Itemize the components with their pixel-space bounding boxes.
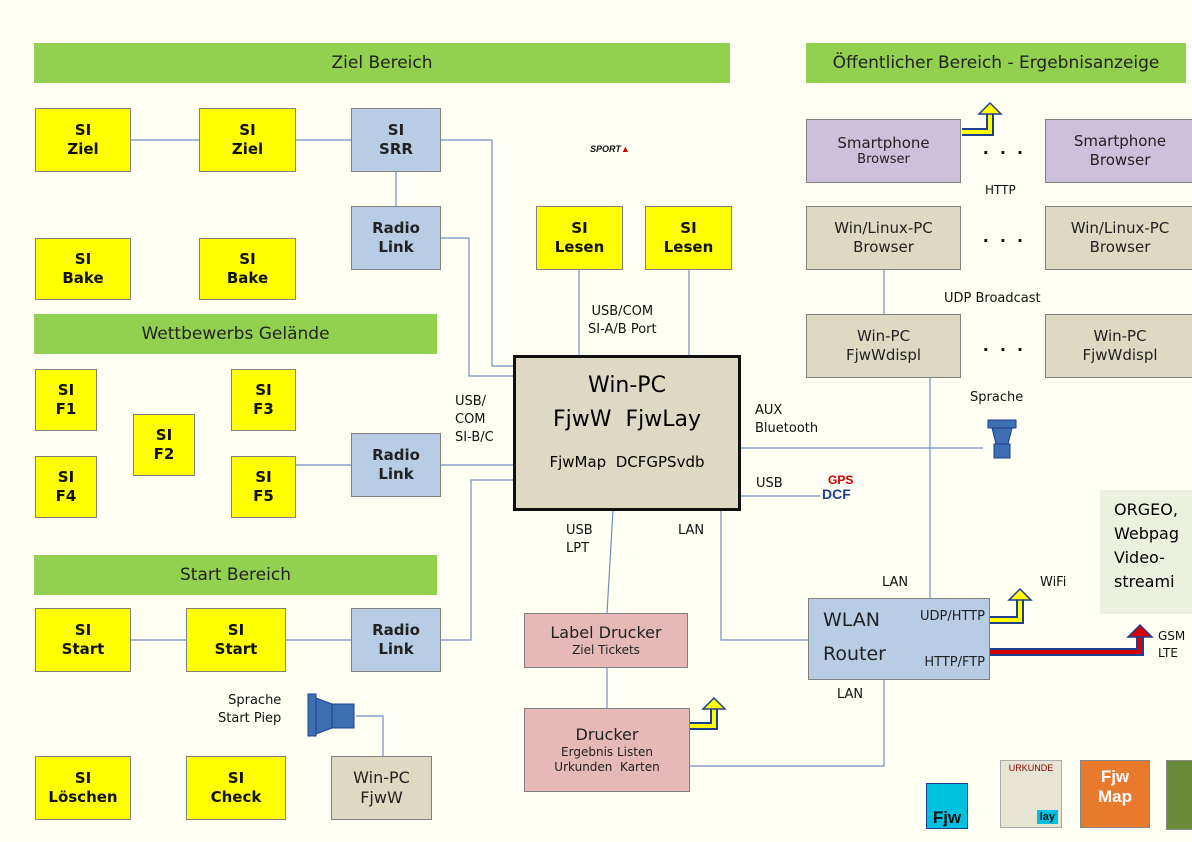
label-http: HTTP: [985, 183, 1016, 197]
banner-wettbewerb: Wettbewerbs Gelände: [34, 314, 437, 354]
map-logo: [1166, 760, 1192, 830]
label-usb-gps: USB: [756, 476, 783, 491]
label-lan-router-top: LAN: [882, 575, 909, 590]
banner-ziel-bereich: Ziel Bereich: [34, 43, 730, 83]
label-udp-broadcast: UDP Broadcast: [944, 291, 1041, 306]
ellipsis-3: . . .: [983, 334, 1026, 356]
main-win-pc: Win-PC FjwW FjwLay FjwMap DCFGPSvdb: [513, 355, 741, 511]
label-sprache: Sprache: [970, 390, 1024, 405]
wlan-router: WLAN Router UDP/HTTP HTTP/FTP: [808, 598, 990, 680]
wifi-arrows: [690, 101, 1033, 730]
speaker-icon: [987, 419, 1017, 459]
label-wifi: WiFi: [1040, 575, 1067, 590]
banner-start-bereich: Start Bereich: [34, 555, 437, 595]
label-lan-main: LAN: [678, 523, 705, 538]
ellipsis-1: . . .: [983, 137, 1026, 159]
ellipsis-2: . . .: [983, 225, 1026, 247]
fjw-logo: Fjw: [926, 783, 968, 829]
urkunde-logo: URKUNDE lay: [1000, 760, 1062, 828]
gps-dcf-logo: GPS DCF: [822, 473, 854, 502]
label-lan-router-bottom: LAN: [837, 687, 864, 702]
sportident-logo: SPORT▲: [590, 144, 630, 154]
speaker-start-icon: [307, 693, 355, 737]
banner-oeffentlich: Öffentlicher Bereich - Ergebnisanzeige: [806, 43, 1186, 83]
